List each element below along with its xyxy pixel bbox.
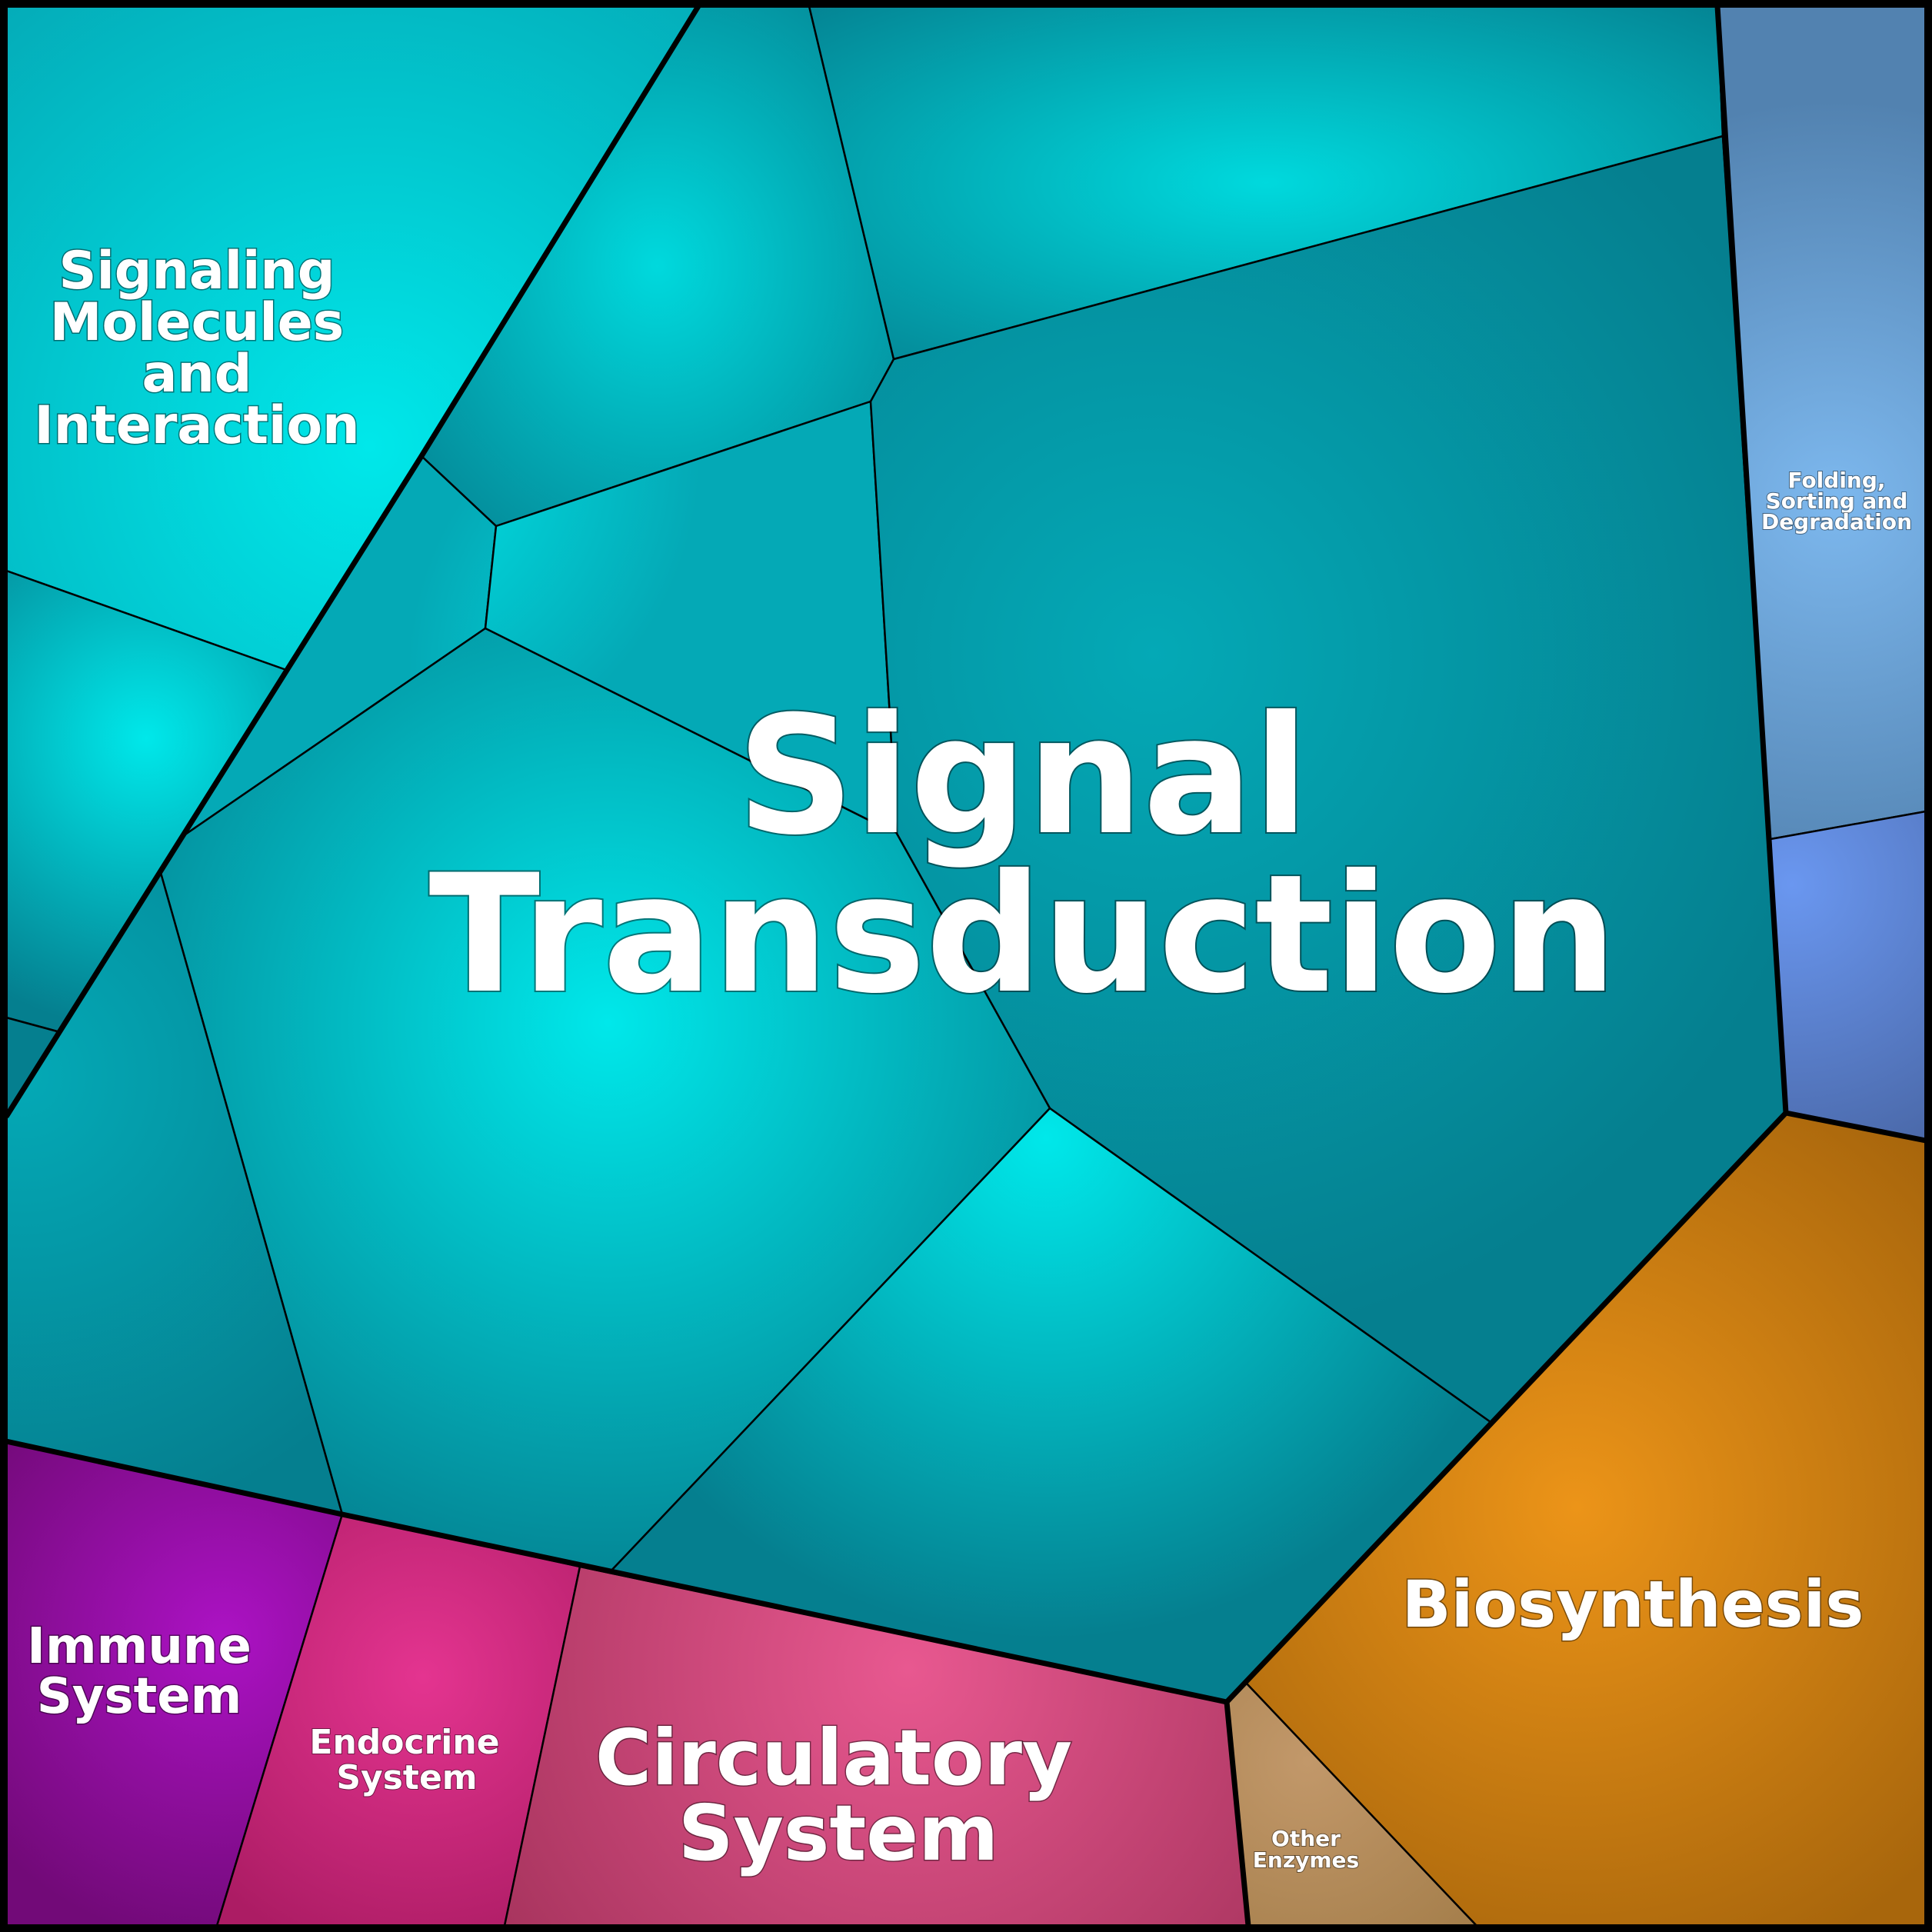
svg-text:Circulatory: Circulatory	[595, 1713, 1072, 1803]
svg-text:Signal: Signal	[737, 681, 1309, 871]
label-immune-system: Immune System	[26, 1617, 253, 1727]
svg-text:Interaction: Interaction	[34, 395, 359, 456]
svg-text:Molecules: Molecules	[50, 292, 344, 353]
region-border-other-enzymes	[1224, 1701, 1251, 1927]
svg-text:Transduction: Transduction	[429, 839, 1617, 1029]
svg-text:System: System	[37, 1668, 242, 1725]
svg-text:and: and	[142, 344, 252, 405]
svg-text:System: System	[336, 1758, 477, 1797]
label-signaling-molecules: Signaling Molecules and Interaction	[33, 240, 361, 458]
svg-text:Biosynthesis: Biosynthesis	[1402, 1567, 1864, 1642]
region-border-signaling	[4, 5, 701, 1118]
svg-text:Enzymes: Enzymes	[1253, 1847, 1359, 1873]
label-other-enzymes: Other Enzymes	[1252, 1825, 1360, 1874]
label-signal-transduction: Signal Transduction	[428, 679, 1619, 1031]
svg-text:Signaling: Signaling	[59, 241, 335, 301]
svg-text:Other: Other	[1271, 1826, 1341, 1851]
region-border-signal-bottom	[5, 1111, 1788, 1705]
label-circulatory-system: Circulatory System	[594, 1712, 1073, 1880]
svg-text:Folding,: Folding,	[1787, 468, 1885, 493]
svg-text:System: System	[678, 1788, 999, 1878]
region-border-folding	[1714, 5, 1927, 1144]
svg-text:Degradation: Degradation	[1761, 509, 1912, 535]
folding-cell-lower	[1769, 810, 1927, 1142]
label-biosynthesis: Biosynthesis	[1401, 1566, 1865, 1644]
label-folding-sorting: Folding, Sorting and Degradation	[1760, 467, 1913, 535]
svg-text:Endocrine: Endocrine	[309, 1723, 499, 1762]
label-endocrine-system: Endocrine System	[308, 1722, 500, 1798]
svg-text:Immune: Immune	[27, 1618, 251, 1675]
svg-text:Sorting and: Sorting and	[1766, 488, 1908, 514]
